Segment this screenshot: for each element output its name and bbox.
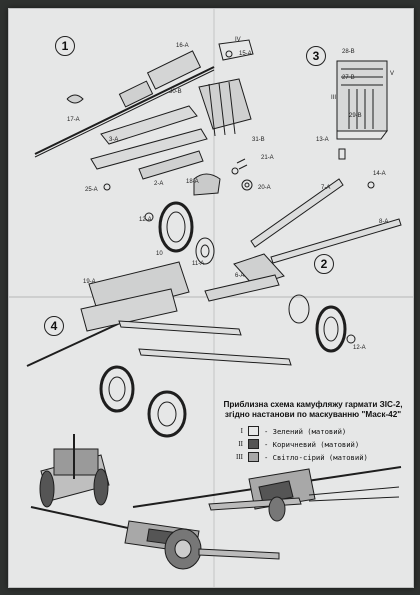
step-number-3: 3 (306, 46, 326, 66)
legend-row-light-grey: III - Світло-сірий (матовий) (233, 452, 368, 462)
assembly-drawings (26, 39, 402, 570)
part-label: 6-A (235, 273, 245, 279)
part-label: 21-A (261, 155, 274, 161)
wheel-drawings (144, 201, 215, 265)
part-label: 12-A (139, 217, 152, 223)
legend-text: - Зелений (матовий) (264, 426, 347, 436)
legend-row-brown: II - Коричневий (матовий) (233, 439, 359, 449)
part-label: 30-B (169, 89, 182, 95)
camo-top-view (132, 466, 402, 522)
part-label: 14-A (373, 171, 386, 177)
legend-number: III (236, 453, 243, 461)
part-label: 15-A (239, 51, 252, 57)
step3-ammo-box-drawing (336, 60, 388, 140)
brown-swatch (248, 439, 259, 449)
light-grey-swatch (248, 452, 259, 462)
step-number-1: 1 (55, 36, 75, 56)
camo-front-view (39, 434, 110, 508)
part-label: 8-A (379, 219, 389, 225)
part-label: 17-A (67, 117, 80, 123)
legend-text: - Світло-сірий (матовий) (264, 452, 368, 462)
part-label: 20-A (258, 185, 271, 191)
part-label: 28-B (342, 49, 355, 55)
part-label: 16-A (176, 43, 189, 49)
step-number-2: 2 (314, 254, 334, 274)
part-label: 12-A (353, 345, 366, 351)
step1-barrel-drawing (34, 39, 254, 196)
part-label: 18-A (186, 179, 199, 185)
legend-number: I (240, 427, 243, 435)
part-label: 11-A (192, 261, 205, 267)
part-label: 25-A (85, 187, 98, 193)
camo-side-view (30, 506, 280, 570)
instruction-sheet: 1 2 3 4 16-A 15-A IV 30-B 17-A 3-A 31-B … (8, 8, 414, 588)
step2-trail-drawing (204, 148, 402, 353)
part-label: 7-A (321, 185, 331, 191)
part-label: 13-A (316, 137, 329, 143)
legend-row-green: I - Зелений (матовий) (233, 426, 346, 436)
step4-carriage-drawing (26, 261, 292, 438)
part-label: 19-A (83, 279, 96, 285)
part-label: 29-B (349, 113, 362, 119)
legend-title-line2: згідно настанови по маскуванню "Маск-42" (224, 410, 402, 419)
part-label: V (390, 71, 395, 77)
legend-title-line1: Приблизна схема камуфляжу гармати ЗІС-2, (223, 400, 403, 409)
part-label: 10 (156, 251, 163, 257)
camouflage-legend-title: Приблизна схема камуфляжу гармати ЗІС-2,… (221, 400, 405, 420)
part-label: 27-B (342, 75, 355, 81)
legend-number: II (238, 440, 243, 448)
step-number-4: 4 (44, 316, 64, 336)
part-label: 2-A (154, 181, 164, 187)
legend-text: - Коричневий (матовий) (264, 439, 360, 449)
green-swatch (248, 426, 259, 436)
part-label: III (331, 95, 337, 101)
part-label: 3-A (109, 137, 119, 143)
part-label: 31-B (252, 137, 265, 143)
part-label: IV (235, 37, 241, 43)
